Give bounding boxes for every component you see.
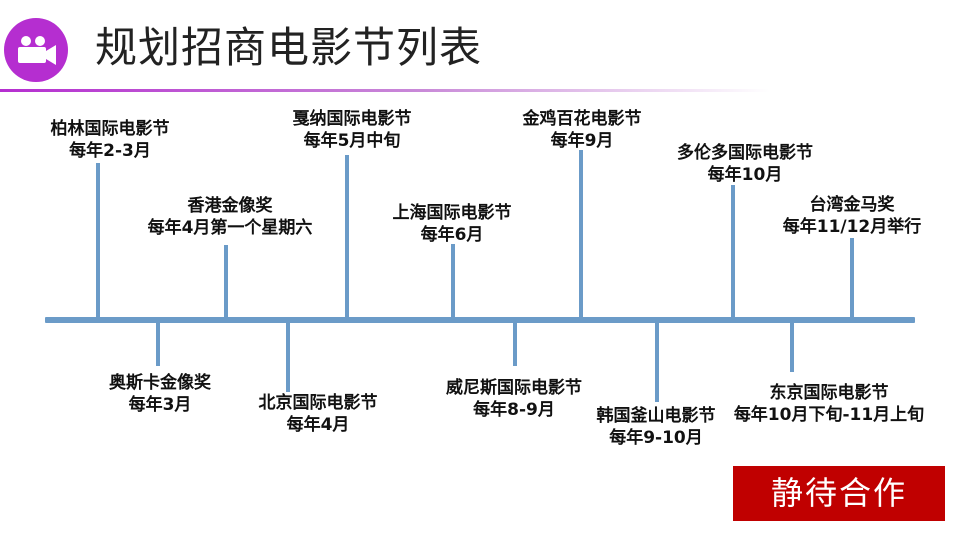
- timeline-tick: [345, 155, 349, 318]
- festival-date: 每年4月: [286, 415, 350, 435]
- festival-name: 香港金像奖: [187, 196, 273, 216]
- festival-event: 戛纳国际电影节每年5月中旬: [232, 108, 472, 152]
- festival-date: 每年3月: [128, 395, 192, 415]
- festival-name: 东京国际电影节: [769, 383, 889, 403]
- title-divider: [0, 89, 770, 92]
- festival-event: 上海国际电影节每年6月: [332, 202, 572, 246]
- festival-date: 每年6月: [420, 225, 484, 245]
- timeline-tick: [850, 238, 854, 318]
- festival-name: 柏林国际电影节: [50, 119, 170, 139]
- festival-name: 台湾金马奖: [809, 195, 895, 215]
- festival-name: 金鸡百花电影节: [522, 109, 642, 129]
- festival-name: 北京国际电影节: [258, 393, 378, 413]
- festival-name: 威尼斯国际电影节: [446, 378, 582, 398]
- festival-date: 每年2-3月: [69, 141, 151, 161]
- timeline-tick: [156, 322, 160, 366]
- festival-name: 戛纳国际电影节: [292, 109, 412, 129]
- timeline-tick: [790, 322, 794, 372]
- timeline-tick: [286, 322, 290, 392]
- timeline-tick: [513, 322, 517, 366]
- cooperation-button[interactable]: 静待合作: [733, 466, 945, 521]
- festival-date: 每年11/12月举行: [782, 217, 922, 237]
- page-title: 规划招商电影节列表: [95, 23, 483, 72]
- festival-event: 多伦多国际电影节每年10月: [625, 142, 865, 186]
- festival-name: 多伦多国际电影节: [677, 143, 813, 163]
- festival-event: 金鸡百花电影节每年9月: [462, 108, 702, 152]
- festival-event: 北京国际电影节每年4月: [198, 392, 438, 436]
- festival-date: 每年10月: [707, 165, 783, 185]
- festival-date: 每年5月中旬: [303, 131, 401, 151]
- festival-date: 每年4月第一个星期六: [147, 218, 313, 238]
- festival-date: 每年9-10月: [609, 428, 703, 448]
- festival-date: 每年8-9月: [473, 400, 555, 420]
- festival-name: 奥斯卡金像奖: [109, 373, 211, 393]
- festival-event: 韩国釜山电影节每年9-10月: [536, 405, 776, 449]
- timeline-tick: [96, 163, 100, 318]
- festival-event: 台湾金马奖每年11/12月举行: [732, 194, 960, 238]
- festival-event: 香港金像奖每年4月第一个星期六: [110, 195, 350, 239]
- festival-name: 上海国际电影节: [392, 203, 512, 223]
- festival-name: 韩国釜山电影节: [596, 406, 716, 426]
- timeline-axis: [45, 317, 915, 323]
- timeline-tick: [451, 244, 455, 318]
- timeline-tick: [224, 245, 228, 318]
- timeline-tick: [655, 322, 659, 402]
- timeline-tick: [579, 150, 583, 318]
- video-camera-icon: [4, 18, 68, 82]
- festival-date: 每年9月: [550, 131, 614, 151]
- timeline-tick: [731, 185, 735, 318]
- festival-event: 东京国际电影节每年10月下旬-11月上旬: [709, 382, 949, 426]
- festival-event: 柏林国际电影节每年2-3月: [0, 118, 230, 162]
- festival-event: 威尼斯国际电影节每年8-9月: [394, 377, 634, 421]
- festival-event: 奥斯卡金像奖每年3月: [40, 372, 280, 416]
- festival-date: 每年10月下旬-11月上旬: [733, 405, 925, 425]
